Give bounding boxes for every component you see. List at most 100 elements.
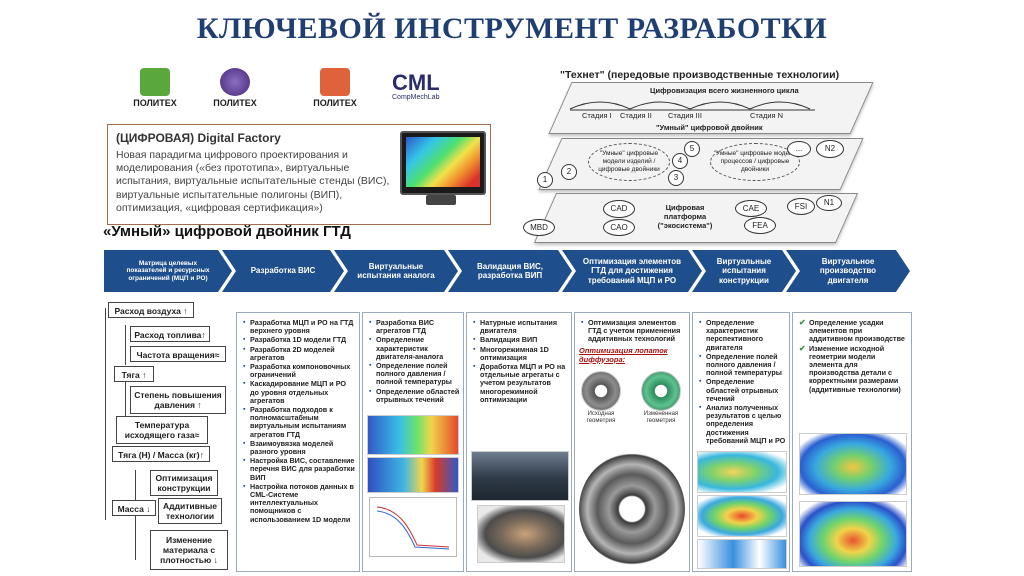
param-rotation: Частота вращения≈: [130, 346, 226, 362]
technet-title: "Технет" (передовые производственные тех…: [560, 69, 840, 81]
original-geometry-caption: Исходная геометрия: [586, 411, 616, 424]
vis-development-list: Разработка МЦП и РО на ГТД верхнего уров…: [243, 318, 355, 525]
list-item: Настройка ВИС, составление перечня ВИС д…: [243, 457, 355, 482]
list-item: Каскадирование МЦП и РО до уровня отдель…: [243, 380, 355, 405]
header-step-2: Разработка ВИС: [222, 250, 344, 292]
cml-logo-sub: CompMechLab: [392, 94, 440, 101]
node-4: 4: [672, 153, 688, 169]
node-1: 1: [537, 172, 553, 188]
tree-trunk: [105, 308, 106, 520]
cml-logo-name: CML: [392, 70, 440, 95]
engine-model-image: [477, 505, 565, 563]
node-n2: N2: [816, 140, 844, 158]
list-item: Натурные испытания двигателя: [473, 318, 569, 335]
list-item: Многорежимная 1D оптимизация: [473, 345, 569, 362]
param-air-flow: Расход воздуха ↑: [108, 302, 194, 318]
param-optimization: Оптимизация конструкции: [150, 470, 218, 496]
tool-cae: CAE: [735, 200, 767, 217]
digital-factory-text: Новая парадигма цифрового проектирования…: [116, 149, 390, 214]
diffuser-3d-image: [579, 453, 685, 565]
tool-fsi: FSI: [787, 198, 815, 215]
column-validation: Натурные испытания двигателяВалидация ВИ…: [466, 312, 572, 572]
modified-geometry-caption: Измененная геометрия: [643, 411, 679, 424]
list-item: Валидация ВИП: [473, 336, 569, 345]
tool-cao: CAO: [603, 219, 635, 236]
param-additive: Аддитивные технологии: [158, 498, 222, 524]
shrinkage-simulation-image: [799, 433, 907, 495]
header-step-1: Матрица целевых показателей и ресурсных …: [104, 250, 232, 292]
node-2: 2: [561, 164, 577, 180]
column-vis-development: Разработка МЦП и РО на ГТД верхнего уров…: [236, 312, 360, 572]
product-models-oval: "Умные" цифровые модели изделий / цифров…: [588, 143, 670, 181]
dots-oval: ...: [787, 141, 811, 157]
politech-logo-3: ПОЛИТЕХ: [290, 68, 380, 116]
diffuser-optimization-title: Оптимизация лопаток диффузора:: [579, 346, 668, 364]
list-item: Разработка МЦП и РО на ГТД верхнего уров…: [243, 318, 355, 335]
cml-logo: CML CompMechLab: [392, 70, 472, 102]
optimization-list: Оптимизация элементов ГТД с учетом приме…: [581, 318, 687, 345]
digital-factory-title: (ЦИФРОВАЯ) Digital Factory: [116, 131, 281, 145]
param-thrust-mass: Тяга (Н) / Масса (кг)↑: [112, 446, 210, 462]
page-title: КЛЮЧЕВОЙ ИНСТРУМЕНТ РАЗРАБОТКИ: [196, 12, 828, 45]
list-item: Доработка МЦП и РО на отдельные агрегаты…: [473, 362, 569, 404]
list-item: Разработка 1D модели ГТД: [243, 336, 355, 345]
column-optimization: Оптимизация элементов ГТД с учетом приме…: [574, 312, 690, 572]
list-item: Взаимоувязка моделей разного уровня: [243, 439, 355, 456]
list-item: Разработка 2D моделей агрегатов: [243, 345, 355, 362]
param-gas-temp: Температура исходящего газа≈: [116, 416, 208, 444]
param-fuel-flow: Расход топлива↑: [130, 326, 210, 342]
politech-mark-icon: [320, 68, 350, 96]
list-item: Определение областей отрывных течений: [369, 387, 461, 404]
header-step-6: Виртуальные испытания конструкции: [692, 250, 796, 292]
stage-2: Стадия II: [620, 111, 652, 120]
engine-test-photo: [471, 451, 569, 501]
lifecycle-label: Цифровизация всего жизненного цикла: [650, 86, 799, 95]
platform-label: Цифровая платформа ("экосистема"): [657, 203, 713, 230]
design-tests-list: Определение характеристик перспективного…: [699, 318, 787, 446]
logo-name: ПОЛИТЕХ: [133, 98, 177, 108]
tool-fea: FEA: [744, 217, 776, 234]
list-item: Анализ полученных результатов с целью оп…: [699, 403, 787, 445]
monitor-image: [400, 131, 486, 195]
list-item: Оптимизация элементов ГТД с учетом приме…: [581, 318, 687, 344]
process-models-oval: "Умные" цифровые модели процессов / цифр…: [710, 143, 800, 181]
characteristic-plot: [369, 497, 457, 557]
header-step-4: Валидация ВИС, разработка ВИП: [448, 250, 572, 292]
list-item: Разработка подходов к полномасштабным ви…: [243, 405, 355, 439]
column-virtual-production: Определение усадки элементов при аддитив…: [792, 312, 912, 572]
flow-field-image-3: [697, 539, 787, 569]
list-item: Изменение исходной геометрии модели элем…: [799, 344, 907, 394]
digital-factory-box: (ЦИФРОВАЯ) Digital Factory Новая парадиг…: [107, 124, 491, 225]
monitor-stand: [426, 195, 456, 205]
param-pressure-ratio: Степень повышения давления ↑: [130, 386, 226, 414]
virtual-production-list: Определение усадки элементов при аддитив…: [799, 318, 907, 395]
list-item: Определение характеристик двигателя-анал…: [369, 336, 461, 361]
analog-tests-list: Разработка ВИС агрегатов ГТДОпределение …: [369, 318, 461, 405]
tool-mbd: MBD: [523, 219, 555, 236]
flow-field-image-2: [697, 495, 787, 537]
politech-logo-1: ПОЛИТЕХ: [110, 68, 200, 116]
temperature-field-image: [367, 457, 459, 493]
list-item: Разработка ВИС агрегатов ГТД: [369, 318, 461, 335]
original-geometry-image: [581, 371, 621, 411]
list-item: Разработка компоновочных ограничений: [243, 362, 355, 379]
param-thrust: Тяга ↑: [114, 366, 154, 382]
modified-geometry-image: [641, 371, 681, 411]
logo-name: ПОЛИТЕХ: [213, 98, 257, 108]
tree-branch: [125, 380, 126, 430]
smart-twin-label: "Умный" цифровой двойник: [656, 123, 763, 132]
header-step-3: Виртуальные испытания аналога: [334, 250, 458, 292]
header-step-7: Виртуальное производство двигателя: [786, 250, 910, 292]
column-design-tests: Определение характеристик перспективного…: [692, 312, 790, 572]
politech-mark-icon: [140, 68, 170, 96]
stage-n: Стадия N: [750, 111, 784, 120]
flow-field-image-1: [697, 451, 787, 493]
node-5: 5: [684, 141, 700, 157]
corrected-geometry-image: [799, 501, 907, 567]
politech-mark-icon: [220, 68, 250, 96]
param-mass: Масса ↓: [112, 500, 156, 516]
simulation-screen: [406, 137, 480, 187]
tree-branch: [125, 325, 126, 365]
list-item: Определение областей отрывных течений: [699, 378, 787, 403]
stage-3: Стадия III: [668, 111, 702, 120]
